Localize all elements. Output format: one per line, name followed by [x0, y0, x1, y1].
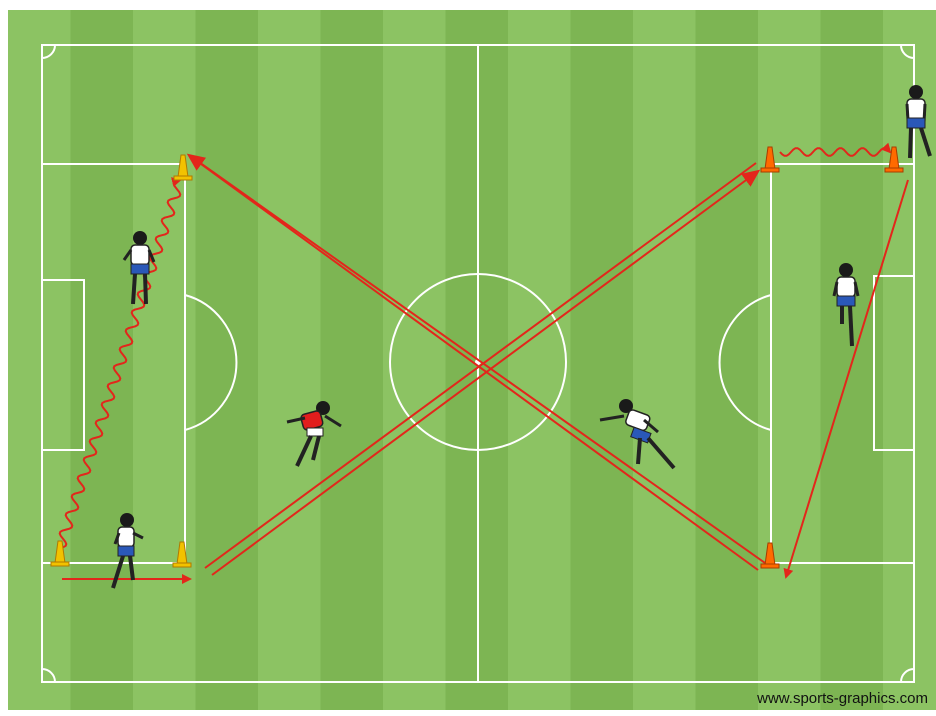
grass-stripe	[196, 10, 259, 710]
grass-stripe	[71, 10, 134, 710]
watermark-text: www.sports-graphics.com	[757, 690, 928, 707]
grass-stripe	[571, 10, 634, 710]
grass-stripe	[696, 10, 759, 710]
grass-stripe	[321, 10, 384, 710]
